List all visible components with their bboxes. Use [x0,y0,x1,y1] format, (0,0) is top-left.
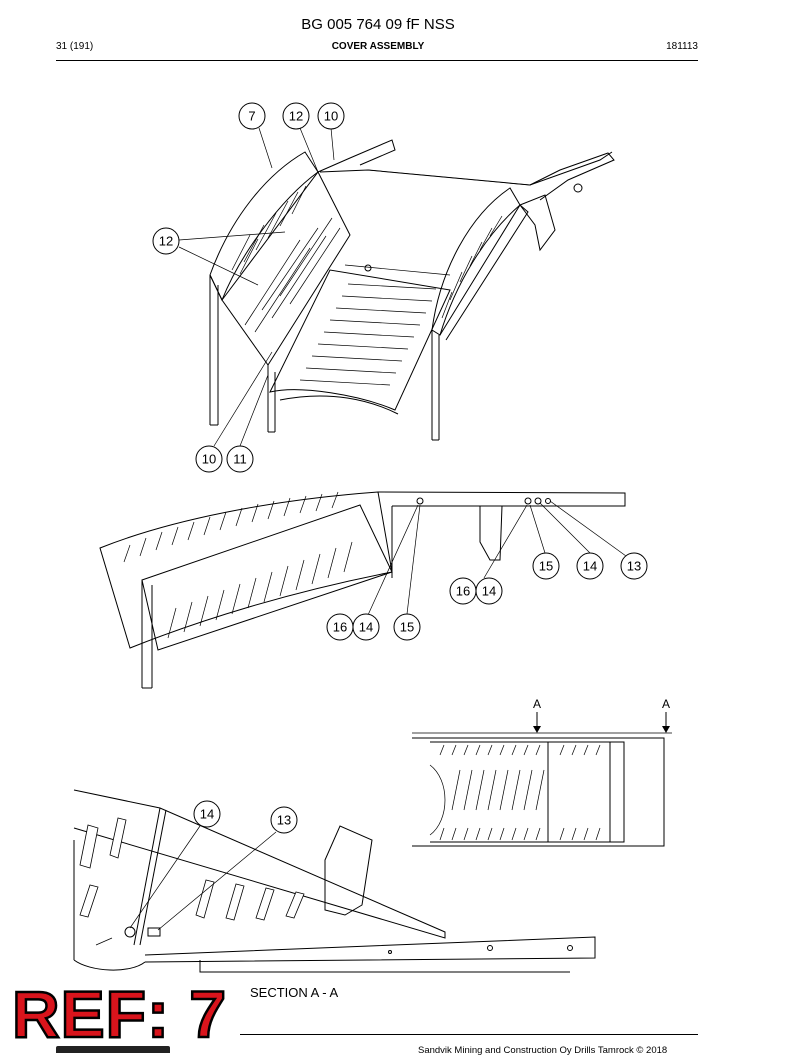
section-marker-left: A [533,697,541,711]
svg-text:11: 11 [233,452,247,467]
callout-item-14-section: 14 [193,800,221,828]
section-leader-lines [129,825,277,931]
callout-item-14-mid: 14 [475,577,503,605]
svg-text:16: 16 [333,620,347,635]
svg-text:15: 15 [400,620,414,635]
svg-text:16: 16 [456,584,470,599]
side-view [99,491,626,689]
callout-item-11: 11 [226,445,254,473]
callout-item-10: 10 [317,102,345,130]
svg-text:14: 14 [482,584,496,599]
section-marker-right: A [662,697,670,711]
section-label: SECTION A - A [250,985,339,1000]
svg-text:7: 7 [248,109,255,124]
callout-item-15-left: 15 [393,613,421,641]
footer-rule [240,1034,698,1035]
callout-item-15: 15 [532,552,560,580]
svg-text:14: 14 [583,559,597,574]
callout-item-13: 13 [620,552,648,580]
top-view [412,712,672,847]
callout-item-13-section: 13 [270,806,298,834]
side-leader-lines [367,500,627,616]
callout-item-14: 14 [576,552,604,580]
svg-text:13: 13 [277,813,291,828]
callout-item-12: 12 [282,102,310,130]
page-number: 31 (191) [56,41,94,52]
page-title: COVER ASSEMBLY [331,41,425,52]
iso-leader-lines [178,127,335,447]
callout-item-16-left: 16 [326,613,354,641]
svg-text:14: 14 [200,807,214,822]
stamp-underline [56,1046,170,1053]
svg-text:15: 15 [539,559,553,574]
section-view [73,789,596,973]
isometric-view [209,139,615,441]
callout-item-12-left: 12 [152,227,180,255]
callout-item-14-left: 14 [352,613,380,641]
footer-copyright: Sandvik Mining and Construction Oy Drill… [418,1045,668,1056]
svg-text:14: 14 [359,620,373,635]
svg-text:13: 13 [627,559,641,574]
callout-item-7: 7 [238,102,266,130]
ref-stamp: REF: 7 [11,977,228,1051]
callout-item-16: 16 [449,577,477,605]
date-code: 181113 [666,41,698,52]
callout-item-10-bottom: 10 [195,445,223,473]
svg-text:12: 12 [289,109,303,124]
document-number: BG 005 764 09 fF NSS [301,16,455,33]
svg-text:10: 10 [202,452,216,467]
header-rule [56,60,698,61]
svg-text:10: 10 [324,109,338,124]
svg-text:12: 12 [159,234,173,249]
